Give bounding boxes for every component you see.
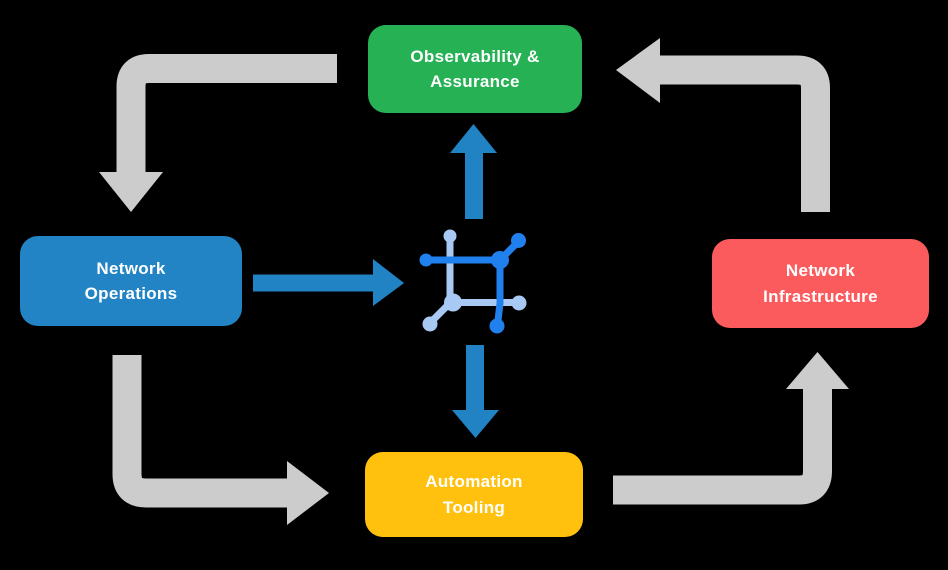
icon-node-right <box>511 295 527 311</box>
arrow-observability-to-operations <box>99 54 337 212</box>
node-label-line: Infrastructure <box>763 286 878 306</box>
node-network-operations: Network Operations <box>20 236 242 326</box>
arrow-head-down <box>99 172 163 212</box>
arrow-head-up <box>786 352 849 389</box>
arrow-head-left <box>616 38 660 103</box>
arrow-automation-to-infrastructure <box>613 352 849 505</box>
node-label-line: Assurance <box>430 72 520 91</box>
icon-node-top <box>443 229 457 243</box>
icon-node-top-right <box>511 233 526 248</box>
icon-node-bottom-left <box>422 316 438 332</box>
arrow-shaft <box>613 389 832 505</box>
arrow-hub-to-automation <box>452 345 499 438</box>
arrow-head-down <box>452 410 499 438</box>
arrow-infrastructure-to-observability <box>616 38 830 212</box>
node-label-line: Observability & <box>410 46 540 66</box>
icon-junction-top-right <box>491 251 509 269</box>
icon-node-left <box>419 253 433 267</box>
arrow-shaft <box>660 55 830 212</box>
arrow-shaft <box>116 54 337 173</box>
icon-junction-bottom-left <box>444 293 462 312</box>
node-label-line: Operations <box>84 284 178 303</box>
arrow-operations-to-automation <box>112 355 329 525</box>
arrow-head-right <box>287 461 329 525</box>
arrow-hub-to-observability <box>450 124 497 219</box>
node-network-infrastructure: Network Infrastructure <box>712 239 929 328</box>
arrow-head-right <box>373 259 404 306</box>
icon-right-edge <box>494 260 504 326</box>
network-hub-icon <box>419 229 527 334</box>
arrow-shaft <box>112 355 288 508</box>
arrow-head-up <box>450 124 497 153</box>
node-observability-assurance: Observability & Assurance <box>368 25 582 113</box>
arrow-operations-to-hub <box>253 259 404 306</box>
node-label-line: Network <box>96 258 166 278</box>
node-label-line: Automation <box>425 472 523 491</box>
node-automation-tooling: Automation Tooling <box>365 452 583 537</box>
icon-node-bottom <box>489 318 505 334</box>
node-label-line: Tooling <box>442 497 506 517</box>
node-label-line: Network <box>785 261 856 280</box>
